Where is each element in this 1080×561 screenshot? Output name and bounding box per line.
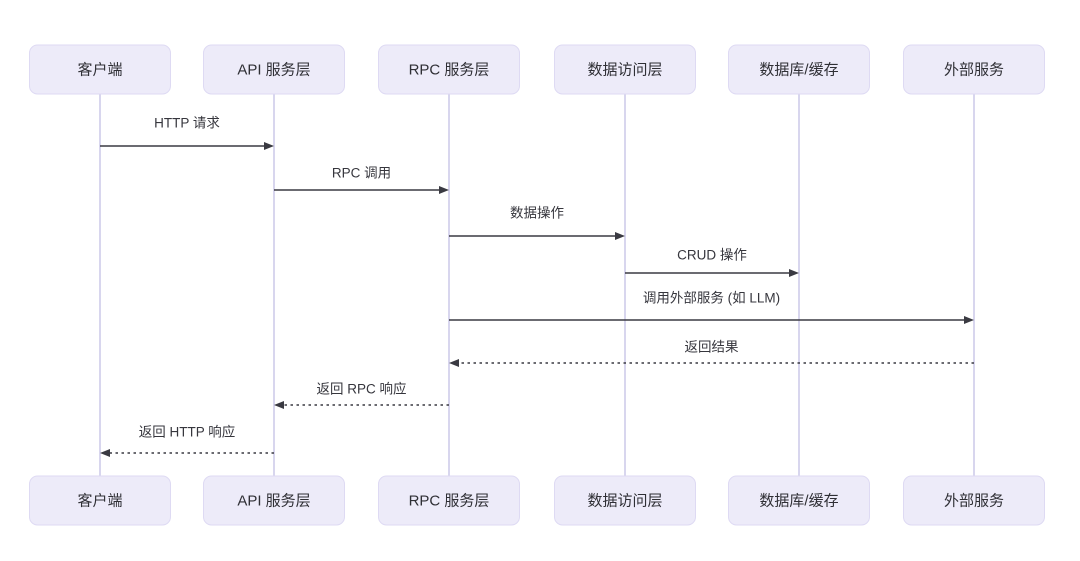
participant-api-top[interactable]: API 服务层 xyxy=(203,44,345,95)
message-m7[interactable]: 返回 RPC 响应 xyxy=(274,381,449,409)
message-label-m8: 返回 HTTP 响应 xyxy=(139,424,236,440)
participant-box-dao-top[interactable] xyxy=(554,44,696,95)
message-arrowhead-m6 xyxy=(449,359,459,367)
participant-box-client-bottom[interactable] xyxy=(29,475,171,526)
participant-client-top[interactable]: 客户端 xyxy=(29,44,171,95)
participant-api-bottom[interactable]: API 服务层 xyxy=(203,475,345,526)
message-arrowhead-m1 xyxy=(264,142,274,150)
message-m8[interactable]: 返回 HTTP 响应 xyxy=(100,424,274,457)
participant-box-external-top[interactable] xyxy=(903,44,1045,95)
participant-label-api-bottom: API 服务层 xyxy=(237,492,310,509)
participant-box-client-top[interactable] xyxy=(29,44,171,95)
lifelines-layer xyxy=(99,94,975,476)
participant-label-rpc-top: RPC 服务层 xyxy=(409,61,490,78)
message-m1[interactable]: HTTP 请求 xyxy=(100,116,274,150)
participant-external-top[interactable]: 外部服务 xyxy=(903,44,1045,95)
message-m6[interactable]: 返回结果 xyxy=(449,340,974,367)
participant-box-rpc-bottom[interactable] xyxy=(378,475,520,526)
participant-label-dao-bottom: 数据访问层 xyxy=(587,492,662,509)
message-arrowhead-m5 xyxy=(964,316,974,324)
participant-db-top[interactable]: 数据库/缓存 xyxy=(728,44,870,95)
participant-label-dao-top: 数据访问层 xyxy=(587,61,662,78)
participant-box-api-bottom[interactable] xyxy=(203,475,345,526)
participant-label-client-bottom: 客户端 xyxy=(77,492,122,509)
message-arrowhead-m8 xyxy=(100,449,110,457)
participant-label-external-top: 外部服务 xyxy=(944,61,1004,78)
message-label-m2: RPC 调用 xyxy=(332,166,391,181)
message-arrowhead-m3 xyxy=(615,232,625,240)
message-m5[interactable]: 调用外部服务 (如 LLM) xyxy=(449,291,974,324)
participant-client-bottom[interactable]: 客户端 xyxy=(29,475,171,526)
participant-label-external-bottom: 外部服务 xyxy=(944,492,1004,509)
message-m2[interactable]: RPC 调用 xyxy=(274,166,449,194)
message-m3[interactable]: 数据操作 xyxy=(449,206,625,240)
participant-rpc-bottom[interactable]: RPC 服务层 xyxy=(378,475,520,526)
participant-label-rpc-bottom: RPC 服务层 xyxy=(409,492,490,509)
message-m4[interactable]: CRUD 操作 xyxy=(625,248,799,277)
message-label-m1: HTTP 请求 xyxy=(154,116,220,131)
message-label-m6: 返回结果 xyxy=(685,340,739,355)
message-arrowhead-m7 xyxy=(274,401,284,409)
message-label-m5: 调用外部服务 (如 LLM) xyxy=(643,291,780,306)
participant-label-client-top: 客户端 xyxy=(77,61,122,78)
participant-rpc-top[interactable]: RPC 服务层 xyxy=(378,44,520,95)
participant-box-api-top[interactable] xyxy=(203,44,345,95)
participant-box-external-bottom[interactable] xyxy=(903,475,1045,526)
message-label-m4: CRUD 操作 xyxy=(677,248,747,263)
message-arrowhead-m2 xyxy=(439,186,449,194)
participant-label-api-top: API 服务层 xyxy=(237,61,310,78)
participant-box-dao-bottom[interactable] xyxy=(554,475,696,526)
message-label-m7: 返回 RPC 响应 xyxy=(316,381,406,397)
participant-box-rpc-top[interactable] xyxy=(378,44,520,95)
participant-external-bottom[interactable]: 外部服务 xyxy=(903,475,1045,526)
participant-label-db-bottom: 数据库/缓存 xyxy=(759,492,838,509)
participant-box-db-top[interactable] xyxy=(728,44,870,95)
participant-dao-top[interactable]: 数据访问层 xyxy=(554,44,696,95)
participant-box-db-bottom[interactable] xyxy=(728,475,870,526)
message-label-m3: 数据操作 xyxy=(510,206,564,221)
participant-db-bottom[interactable]: 数据库/缓存 xyxy=(728,475,870,526)
message-arrowhead-m4 xyxy=(789,269,799,277)
participant-dao-bottom[interactable]: 数据访问层 xyxy=(554,475,696,526)
participant-label-db-top: 数据库/缓存 xyxy=(759,61,838,78)
